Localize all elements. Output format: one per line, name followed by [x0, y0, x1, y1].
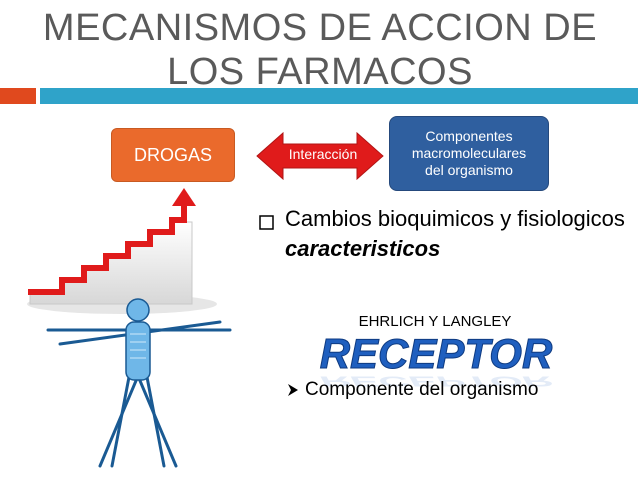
receptor-reflection: RECEPTOR	[320, 373, 553, 388]
accent-bar-red	[0, 88, 36, 104]
componentes-box: Componentes macromoleculares del organis…	[389, 116, 549, 191]
title-line-1: MECANISMOS DE ACCION DE	[42, 7, 598, 49]
slide-title: MECANISMOS DE ACCION DE LOS FARMACOS	[30, 6, 610, 94]
receptor-text: RECEPTOR	[320, 330, 553, 377]
bullet-text-1-bold: caracteristicos	[285, 236, 441, 261]
double-arrow-icon	[256, 132, 384, 180]
drogas-box: DROGAS	[111, 128, 235, 182]
checkbox-square-icon	[259, 215, 274, 230]
receptor-wordart: RECEPTOR RECEPTOR	[319, 330, 553, 389]
bullet-text-2: Componente del organismo	[305, 379, 539, 400]
authors-label: EHRLICH Y LANGLEY	[358, 313, 512, 330]
bullet-text-1-normal: Cambios bioquimicos y fisiologicos	[285, 206, 625, 231]
bullet-text-1: Cambios bioquimicos y fisiologicos carac…	[285, 204, 625, 264]
title-line-2: LOS FARMACOS	[167, 51, 473, 93]
anatomy-figure-icon	[46, 298, 232, 468]
componentes-line-1: Componentes	[425, 128, 513, 144]
accent-bar-blue	[40, 88, 638, 104]
componentes-line-2: macromoleculares	[411, 145, 527, 161]
stairs-up-arrow-icon	[27, 188, 217, 314]
arrow-bullet-icon	[288, 384, 298, 396]
componentes-line-3: del organismo	[425, 162, 513, 178]
drogas-label: DROGAS	[133, 144, 212, 165]
interaction-label: Interacción	[288, 146, 358, 162]
